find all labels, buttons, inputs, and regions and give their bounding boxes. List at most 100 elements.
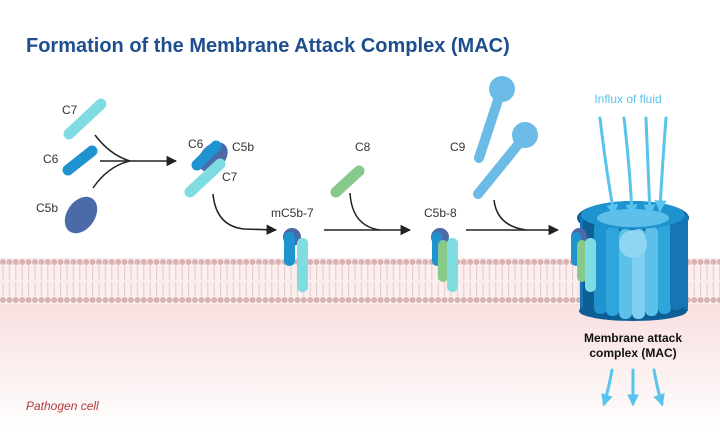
lipid-head [108,297,115,303]
lipid-head [6,259,13,265]
mc5b7-membrane-complex [283,228,308,292]
lipid-head [166,259,173,265]
lipid-head [236,259,243,265]
lipid-head [25,297,32,303]
label-c6: C6 [43,152,59,166]
lipid-head [275,259,282,265]
lipid-head [691,297,698,303]
mac-pore [571,201,689,321]
lipid-head [313,259,320,265]
lipid-head [121,297,128,303]
lipid-head [326,297,333,303]
free-c8-protein [330,165,365,198]
lipid-head [12,297,19,303]
page-title: Formation of the Membrane Attack Complex… [26,35,510,57]
lipid-head [422,297,429,303]
lipid-head [473,259,480,265]
lipid-head [339,259,346,265]
lipid-head [217,259,224,265]
lipid-head [262,297,269,303]
lipid-head [371,259,378,265]
lipid-head [473,297,480,303]
lipid-head [352,297,358,303]
lipid-head [166,297,173,303]
label-mac-line2: complex (MAC) [589,346,676,360]
lipid-head [192,297,198,303]
lipid-head [716,297,720,303]
lipid-head [300,297,307,303]
lipid-head [454,297,461,303]
lipid-head [364,297,371,303]
lipid-head [390,259,397,265]
lipid-head [204,297,211,303]
free-c6-protein [62,145,98,176]
lipid-head [422,259,429,265]
lipid-head [492,297,499,303]
lipid-head [550,297,557,303]
lipid-head [441,297,448,303]
lipid-head [70,297,77,303]
lipid-head [160,259,166,265]
lipid-head [147,259,154,265]
lipid-head [12,259,19,265]
lipid-head [224,259,230,265]
lipid-head [288,297,294,303]
lipid-head [96,297,102,303]
lipid-head [518,297,525,303]
lipid-head [230,259,237,265]
lipid-head [480,297,486,303]
lipid-head [51,297,58,303]
lipid-head [140,297,147,303]
lipid-head [550,259,557,265]
lipid-head [704,297,710,303]
c9-protein-2 [473,122,538,199]
lipid-head [544,259,550,265]
lipid-head [332,297,339,303]
lipid-head [6,297,13,303]
lipid-head [230,297,237,303]
free-c5b-protein [64,196,98,234]
label-c9: C9 [450,140,466,154]
lipid-head [64,297,70,303]
lipid-head [396,297,403,303]
lipid-head [89,297,96,303]
lipid-head [505,297,512,303]
lipid-head [339,297,346,303]
lipid-head [25,259,32,265]
lipid-head [307,297,314,303]
lipid-head [243,259,250,265]
lipid-head [204,259,211,265]
influx-arrows [598,116,668,217]
c9-protein-1 [474,76,515,163]
lipid-head [326,259,333,265]
lipid-head [377,259,384,265]
lipid-head [384,297,390,303]
lipid-head [544,297,550,303]
lipid-head [57,297,64,303]
lipid-head [409,259,416,265]
lipid-head [486,259,493,265]
lipid-head [115,297,122,303]
label-mac-line1: Membrane attack [584,331,682,345]
lipid-head [403,259,410,265]
lipid-head [556,297,563,303]
lipid-head [320,297,326,303]
insert-arrow [212,193,278,235]
lipid-head [716,259,720,265]
lipid-head [172,297,179,303]
lipid-head [518,259,525,265]
lipid-head [416,259,422,265]
lipid-head [268,259,275,265]
lipid-head [44,259,51,265]
lipid-head [409,297,416,303]
lipid-head [460,259,467,265]
lipid-head [57,259,64,265]
lipid-head [102,297,109,303]
label-c7-complex: C7 [222,170,238,184]
lipid-head [537,259,544,265]
lipid-head [448,297,454,303]
lipid-head [505,259,512,265]
lipid-head [70,259,77,265]
lipid-head [486,297,493,303]
label-c7: C7 [62,103,78,117]
